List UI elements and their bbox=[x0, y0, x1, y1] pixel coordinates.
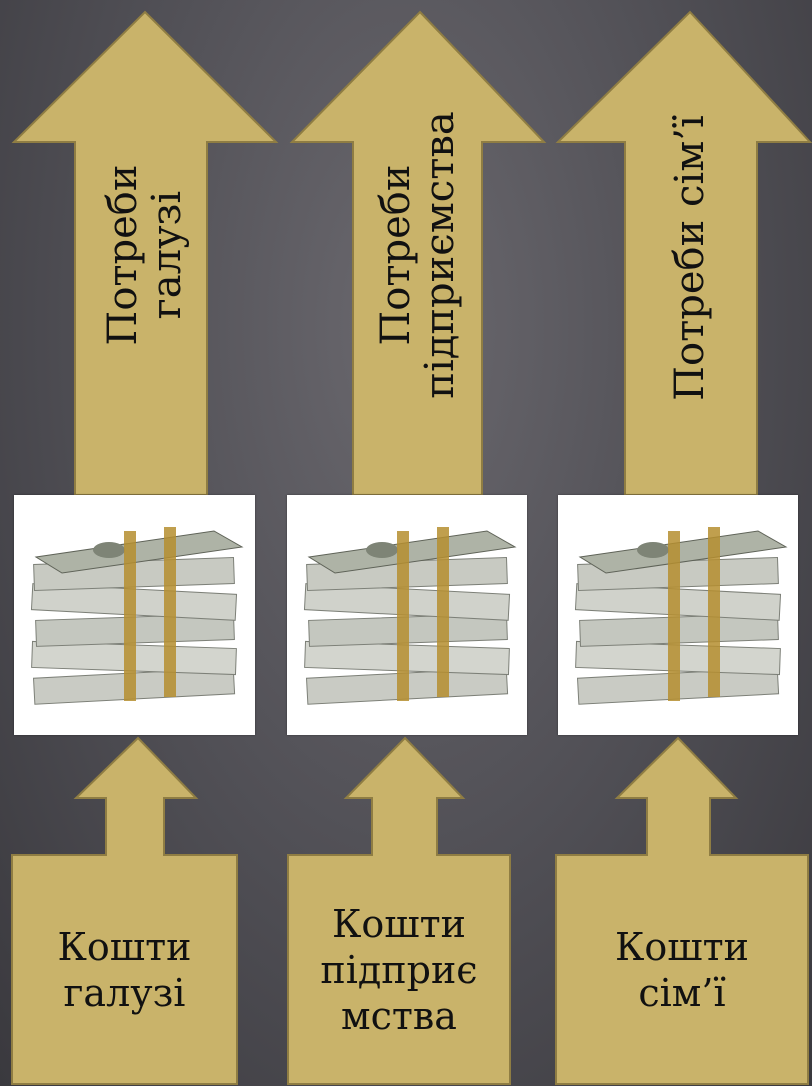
bottom-label-2-line2: підприє bbox=[320, 947, 478, 992]
top-label-1-line2: галузі bbox=[144, 190, 190, 320]
money-stack-image-3 bbox=[558, 495, 798, 735]
top-label-1-line1: Потреби bbox=[100, 164, 146, 346]
bottom-label-1: Кошти галузі bbox=[12, 855, 237, 1084]
bottom-label-2-line1: Кошти bbox=[332, 901, 466, 946]
money-stack-icon bbox=[30, 527, 244, 705]
bottom-label-1-line2: галузі bbox=[63, 970, 186, 1015]
bottom-arrow-3 bbox=[555, 736, 809, 1085]
money-stack-icon bbox=[574, 527, 788, 705]
bottom-arrow-2 bbox=[287, 736, 511, 1085]
bottom-label-3-line1: Кошти bbox=[615, 924, 749, 969]
bottom-label-3-line2: сім’ї bbox=[638, 970, 726, 1015]
bottom-label-2: Кошти підприє мства bbox=[288, 855, 510, 1084]
money-stack-image-2 bbox=[287, 495, 527, 735]
money-stack-image-1 bbox=[14, 495, 255, 735]
top-label-2-line1: Потреби bbox=[373, 164, 419, 346]
top-label-2-line2: підприємства bbox=[417, 111, 463, 399]
bottom-label-1-line1: Кошти bbox=[57, 924, 192, 969]
bottom-label-2-line3: мства bbox=[341, 993, 457, 1038]
money-stack-icon bbox=[303, 527, 517, 705]
bottom-arrow-1 bbox=[11, 736, 238, 1085]
top-label-3-line1: Потреби сім’ї bbox=[667, 115, 713, 401]
bottom-label-3: Кошти сім’ї bbox=[556, 855, 808, 1084]
